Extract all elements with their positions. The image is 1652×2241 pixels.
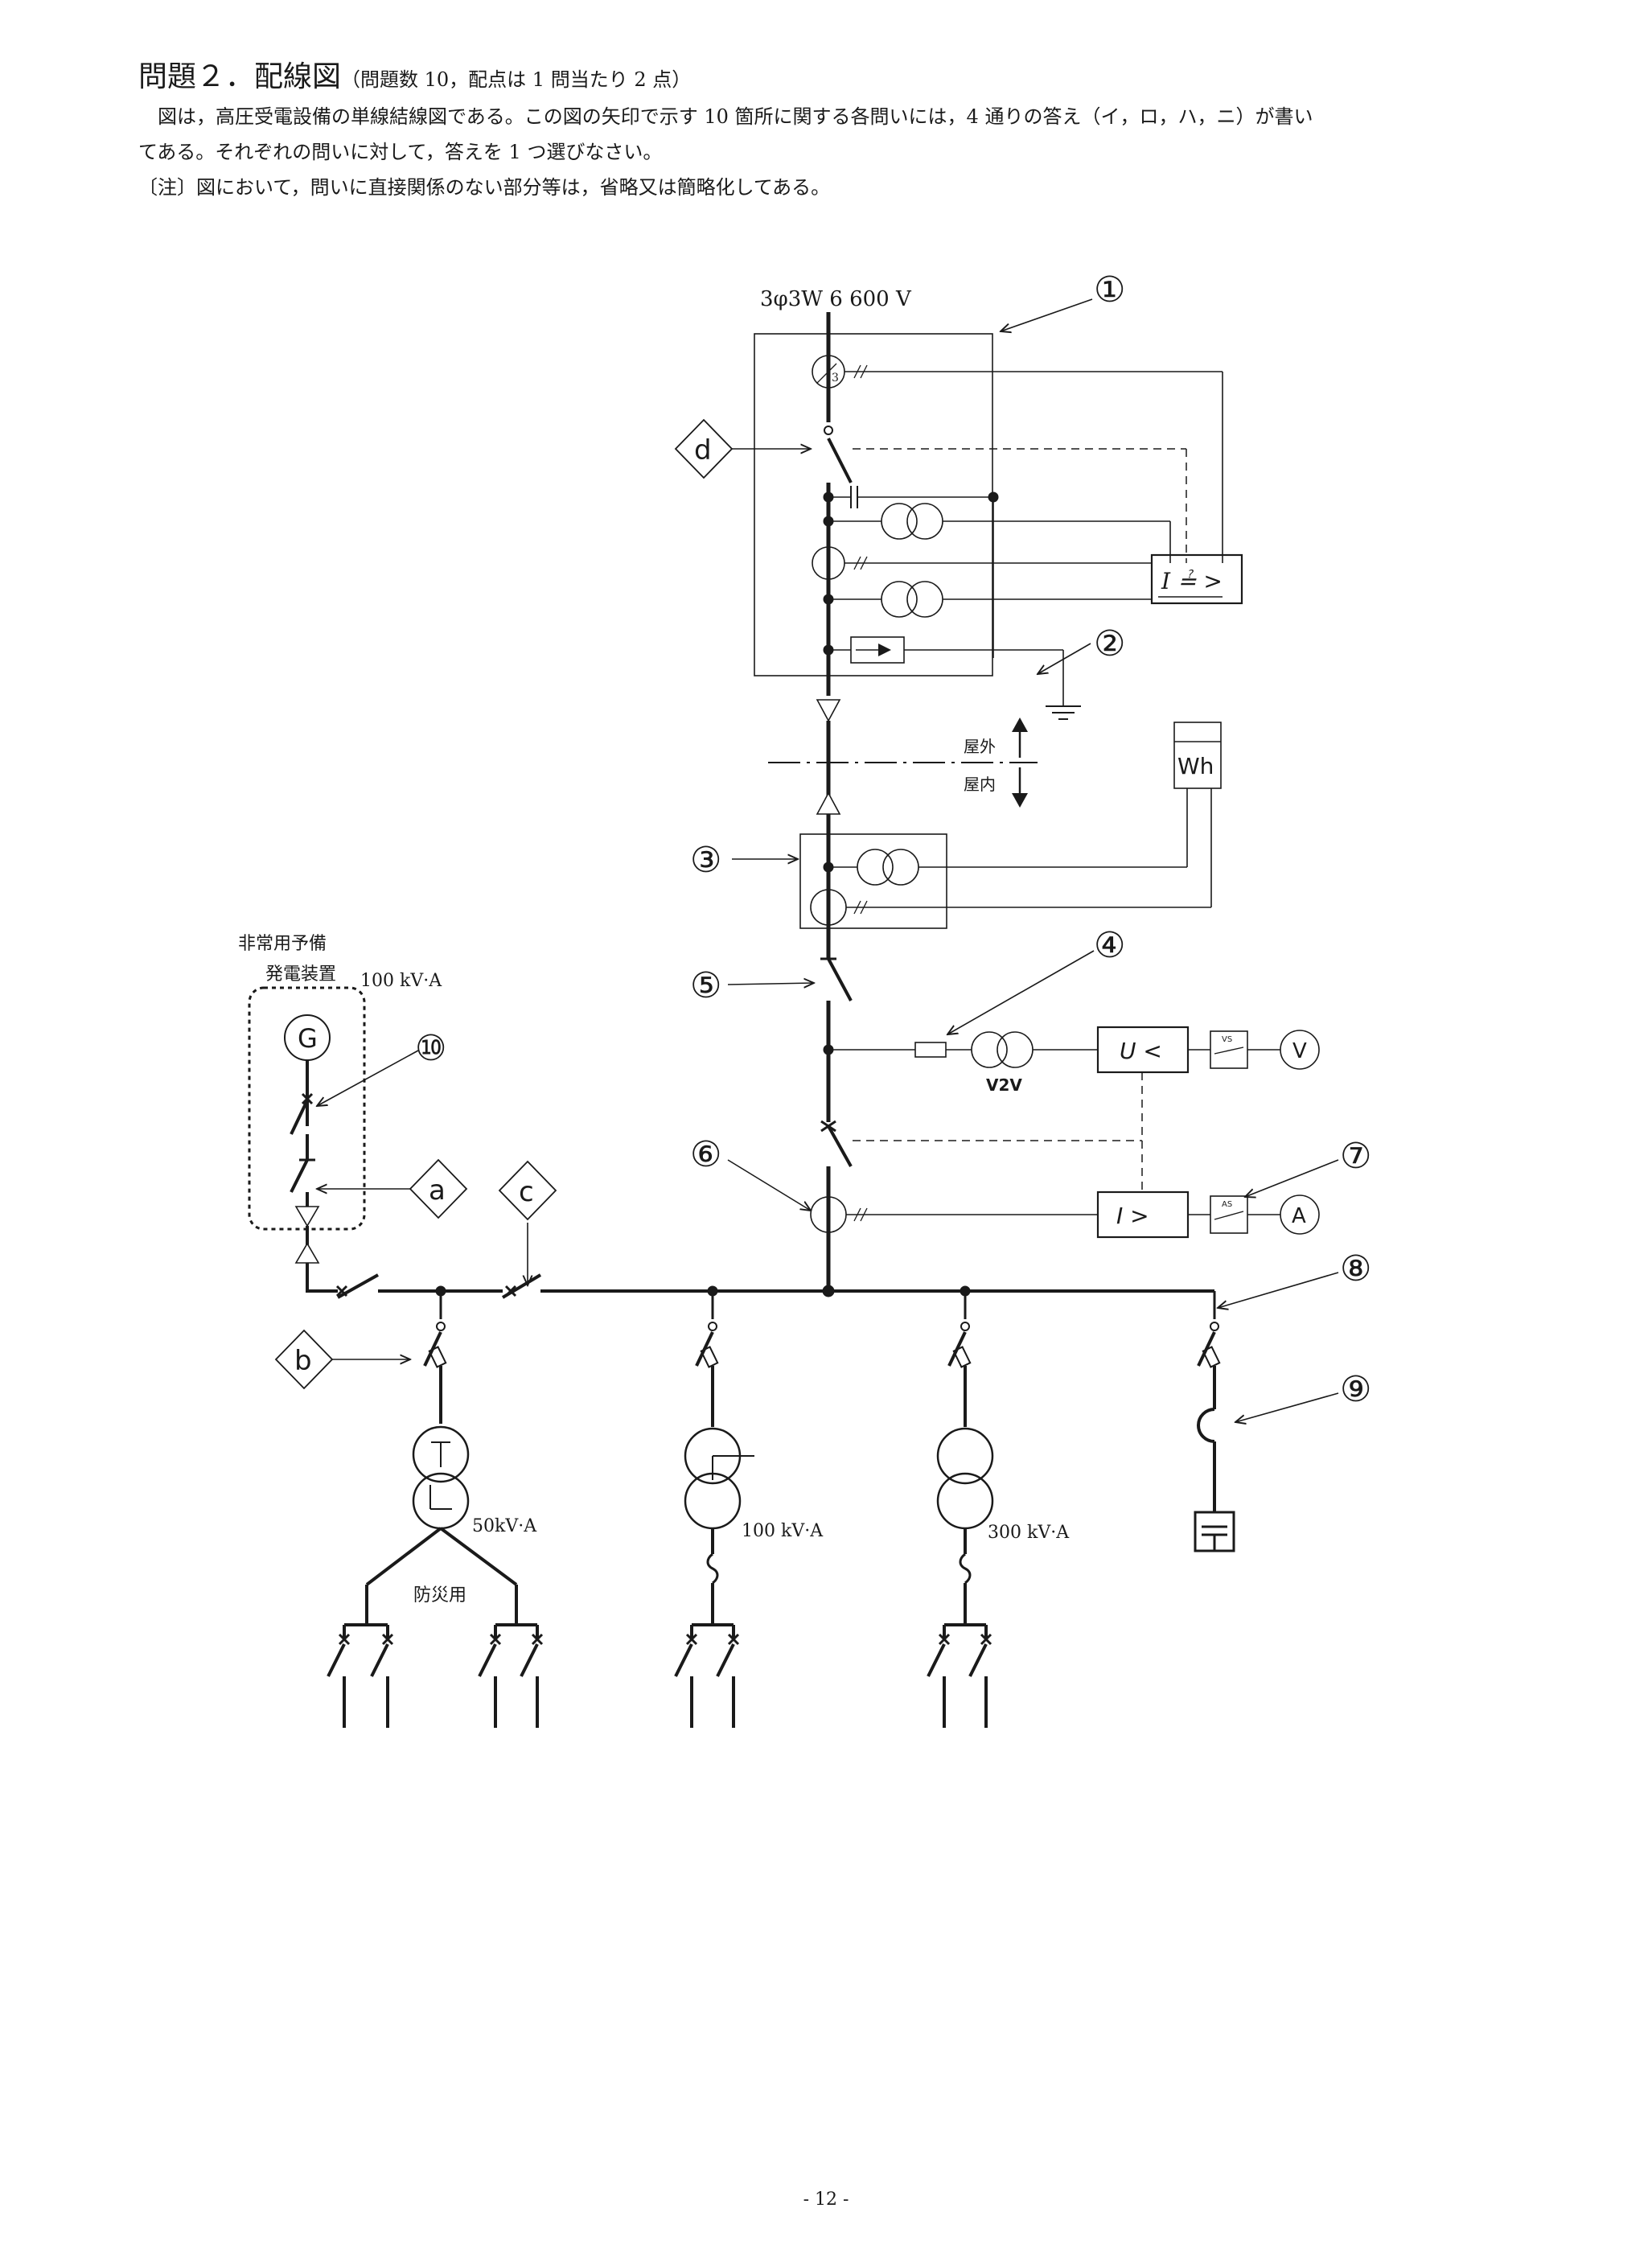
diamond-d-label: d: [694, 434, 712, 467]
vs-label: VS: [1222, 1035, 1232, 1044]
diamond-a-label: a: [429, 1174, 446, 1207]
mark-3: ③: [690, 840, 721, 881]
diamond-c-label: c: [519, 1176, 534, 1208]
ammeter: [1280, 1195, 1320, 1235]
tr-emergency-use: 防災用: [413, 1585, 466, 1606]
question-note: （問題数 10，配点は 1 問当たり 2 点）: [341, 68, 692, 91]
as-label: AS: [1222, 1200, 1232, 1209]
feeder-transformer-300: 300 kV·A: [936, 1291, 1070, 1626]
feeder-emergency: 50kV·A 防災用: [344, 1291, 537, 1626]
indoor-label: 屋内: [964, 775, 996, 794]
question-title-line: 問題２．配線図（問題数 10，配点は 1 問当たり 2 点）: [138, 58, 1522, 99]
mark-4: ④: [1094, 925, 1125, 966]
number-marks: ① ② ③ ④ ⑤ ⑥ ⑦ ⑧ ⑨ ⑩: [415, 269, 1371, 1410]
mark-6: ⑥: [690, 1134, 721, 1175]
diamond-b: [274, 1329, 334, 1390]
svg-text:3: 3: [832, 372, 839, 384]
vt-fuse: [914, 1042, 947, 1058]
pas-enclosure: [754, 333, 993, 676]
tr-emergency-rating: 50kV·A: [472, 1516, 537, 1536]
instruction-line-1: 図は，高圧受電設備の単線結線図である。この図の矢印で示す 10 箇所に関する各問…: [158, 105, 1313, 128]
main-feeder: 3φ3W 6 600 V 3: [754, 287, 1320, 1291]
branch-breakers: [327, 1625, 992, 1728]
main-bus: [306, 1273, 1216, 1319]
question-title: 問題２．配線図: [138, 60, 342, 93]
instruction-note: 〔注〕図において，問いに直接関係のない部分等は，省略又は簡略化してある。: [138, 176, 831, 199]
diamond-c: [498, 1160, 557, 1221]
generator-title-2: 発電装置: [265, 964, 336, 985]
diamond-a: [409, 1158, 468, 1219]
generator-rating: 100 kV·A: [360, 971, 442, 991]
uv-relay-label: U <: [1120, 1038, 1162, 1064]
generator-symbol: G: [298, 1023, 318, 1054]
instruction-line-2: てある。それぞれの問いに対して，答えを 1 つ選びなさい。: [138, 141, 663, 163]
supply-label: 3φ3W 6 600 V: [760, 287, 912, 311]
mark-5: ⑤: [690, 965, 721, 1006]
mark-2: ②: [1094, 623, 1125, 664]
tr-2-rating: 100 kV·A: [742, 1521, 824, 1541]
watt-hour-meter: [1173, 722, 1222, 789]
outdoor-label: 屋外: [964, 737, 996, 756]
ammeter-label: A: [1292, 1204, 1306, 1228]
mark-8: ⑧: [1340, 1248, 1371, 1289]
tr-3-rating: 300 kV·A: [988, 1523, 1070, 1543]
mark-7: ⑦: [1340, 1136, 1371, 1177]
vct-enclosure: [799, 833, 947, 929]
ground-relay-label: I ≟ >: [1161, 568, 1223, 594]
callout-arrows: [317, 298, 1339, 1422]
ground-relay: [1150, 553, 1243, 605]
feeder-capacitor: [1194, 1322, 1235, 1552]
page-number: - 12 -: [803, 2190, 849, 2210]
question-header: 問題２．配線図（問題数 10，配点は 1 問当たり 2 点） 図は，高圧受電設備…: [138, 58, 1522, 205]
vt-label: V2V: [986, 1075, 1022, 1095]
diamond-d: [674, 418, 734, 479]
mark-1: ①: [1094, 269, 1125, 310]
meter-label: Wh: [1177, 753, 1214, 779]
diamond-b-label: b: [294, 1345, 312, 1377]
oc-relay-label: I >: [1116, 1203, 1149, 1229]
feeder-transformer-100: 100 kV·A: [684, 1291, 824, 1626]
generator-title-1: 非常用予備: [238, 934, 327, 954]
voltmeter-label: V: [1292, 1039, 1307, 1063]
mark-9: ⑨: [1340, 1369, 1371, 1410]
mark-10: ⑩: [415, 1028, 446, 1069]
generator-set: 非常用予備 発電装置 100 kV·A G: [238, 934, 442, 1291]
diamond-marks: d a c b: [274, 418, 734, 1390]
voltmeter: [1280, 1030, 1320, 1070]
